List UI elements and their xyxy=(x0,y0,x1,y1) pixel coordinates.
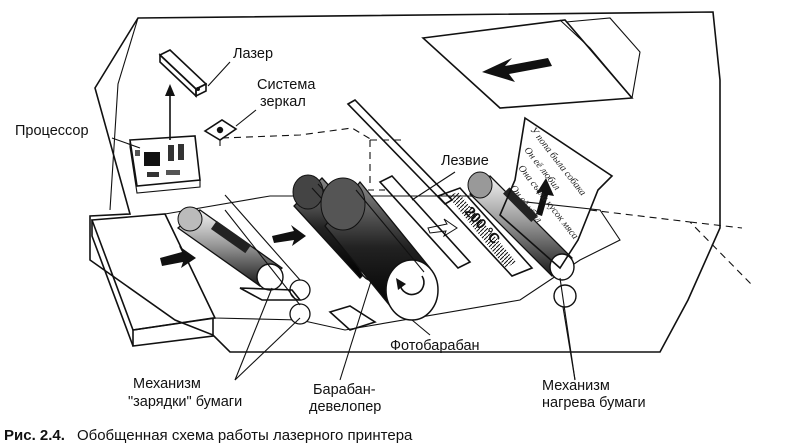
guide-plate xyxy=(328,305,377,331)
figure-caption: Рис. 2.4. Обобщенная схема работы лазерн… xyxy=(4,427,413,444)
paper-path-dashed xyxy=(369,139,753,286)
charging-label-line-2: "зарядки" бумаги xyxy=(128,394,242,410)
housing-inner-edge xyxy=(109,17,139,211)
cpu-chip-icon xyxy=(144,152,160,166)
processor-board xyxy=(129,135,201,194)
developer-label-line-2: девелопер xyxy=(309,399,381,415)
mirrors-label-line-2: зеркал xyxy=(260,94,306,110)
mirrors-label-line-1: Система xyxy=(257,77,316,93)
mirror-leader-line xyxy=(235,109,257,127)
photodrum-label: Фотобарабан xyxy=(390,338,480,354)
pressure-roller xyxy=(553,284,577,308)
feed-arrow-icon xyxy=(160,246,196,268)
control-signal-arrow xyxy=(165,84,175,140)
transport-arrow-icon xyxy=(272,225,306,246)
mirror-system xyxy=(203,119,238,146)
charging-label-line-1: Механизм xyxy=(133,376,201,392)
blade-arrow-icon xyxy=(427,218,458,238)
processor-leader-line xyxy=(111,137,141,149)
caption-text: Обобщенная схема работы лазерного принте… xyxy=(77,427,413,444)
printer-housing xyxy=(89,11,721,353)
paper-sheet xyxy=(164,195,621,331)
processor-label: Процессор xyxy=(15,123,89,139)
rotation-arrow-icon xyxy=(399,275,425,296)
laser-leader-line xyxy=(207,61,231,87)
laser-beam xyxy=(221,127,373,141)
heater-block xyxy=(436,187,534,277)
heating-label-line-1: Механизм xyxy=(542,378,610,394)
caption-number: Рис. 2.4. xyxy=(4,427,65,444)
printed-paper xyxy=(499,116,614,270)
photo-drum xyxy=(320,177,439,321)
laser-label: Лазер xyxy=(233,46,273,62)
laser-unit xyxy=(158,49,208,98)
output-arrow-icon xyxy=(482,58,552,82)
blade-label: Лезвие xyxy=(441,153,489,169)
output-tray xyxy=(421,17,641,109)
exit-arrow-icon xyxy=(536,178,554,216)
blade-leader-line xyxy=(411,171,456,201)
developer-label-line-1: Барабан- xyxy=(313,382,376,398)
heating-label-line-2: нагрева бумаги xyxy=(542,395,646,411)
blade xyxy=(378,175,472,269)
bottom-leader-lines xyxy=(234,277,576,381)
charging-roller xyxy=(176,206,284,291)
fuser-roller xyxy=(467,171,575,281)
